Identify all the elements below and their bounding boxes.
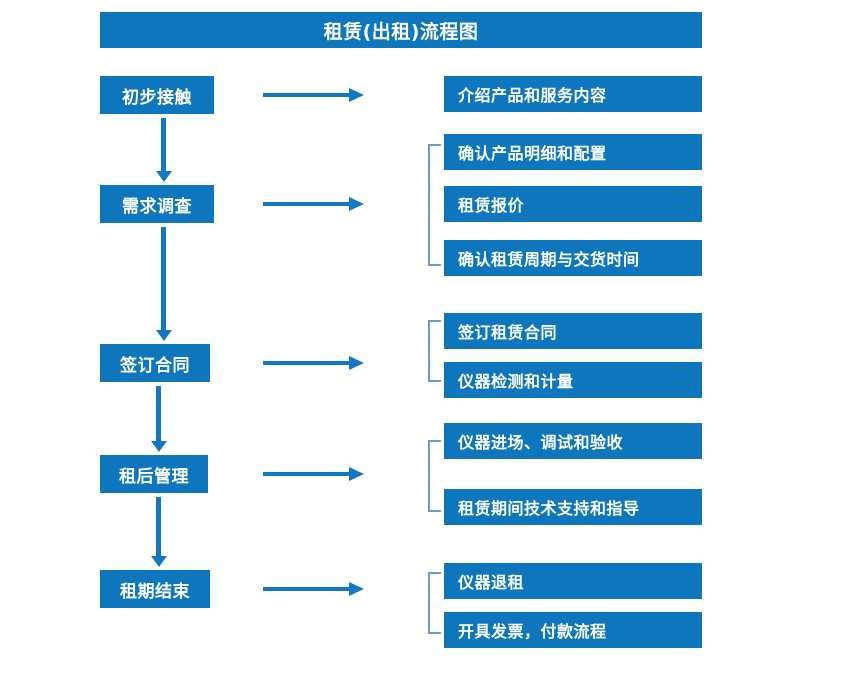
arrow-right-stage2 xyxy=(263,195,365,213)
group-bracket-4 xyxy=(428,440,441,512)
group-bracket-3 xyxy=(428,320,441,382)
arrow-down-stage2-stage3 xyxy=(155,227,173,341)
detail-box-g4-i2[interactable]: 租赁期间技术支持和指导 xyxy=(444,489,702,525)
detail-box-g1-i1[interactable]: 介绍产品和服务内容 xyxy=(444,76,702,112)
flowchart-title: 租赁(出租)流程图 xyxy=(100,12,702,48)
arrow-right-stage3 xyxy=(263,354,365,372)
arrow-down-stage4-stage5 xyxy=(150,497,168,567)
detail-box-g5-i1[interactable]: 仪器退租 xyxy=(444,563,702,599)
detail-box-g2-i2[interactable]: 租赁报价 xyxy=(444,186,702,222)
detail-box-g2-i3[interactable]: 确认租赁周期与交货时间 xyxy=(444,240,702,276)
arrow-down-stage3-stage4 xyxy=(150,386,168,452)
arrow-right-stage5 xyxy=(263,580,365,598)
stage-box-zuhouguanli[interactable]: 租后管理 xyxy=(100,455,208,493)
stage-box-xuqiudiaocha[interactable]: 需求调查 xyxy=(100,185,214,223)
detail-box-g5-i2[interactable]: 开具发票，付款流程 xyxy=(444,612,702,648)
group-bracket-2 xyxy=(428,144,441,266)
detail-box-g3-i2[interactable]: 仪器检测和计量 xyxy=(444,362,702,398)
arrow-right-stage1 xyxy=(263,86,365,104)
stage-box-zuqijieshu[interactable]: 租期结束 xyxy=(100,570,210,608)
stage-box-chubujiechu[interactable]: 初步接触 xyxy=(100,76,214,114)
stage-box-qiandinghetong[interactable]: 签订合同 xyxy=(100,344,210,382)
detail-box-g4-i1[interactable]: 仪器进场、调试和验收 xyxy=(444,423,702,459)
detail-box-g3-i1[interactable]: 签订租赁合同 xyxy=(444,313,702,349)
detail-box-g2-i1[interactable]: 确认产品明细和配置 xyxy=(444,134,702,170)
arrow-down-stage1-stage2 xyxy=(155,118,173,182)
arrow-right-stage4 xyxy=(263,465,365,483)
group-bracket-5 xyxy=(428,572,441,634)
